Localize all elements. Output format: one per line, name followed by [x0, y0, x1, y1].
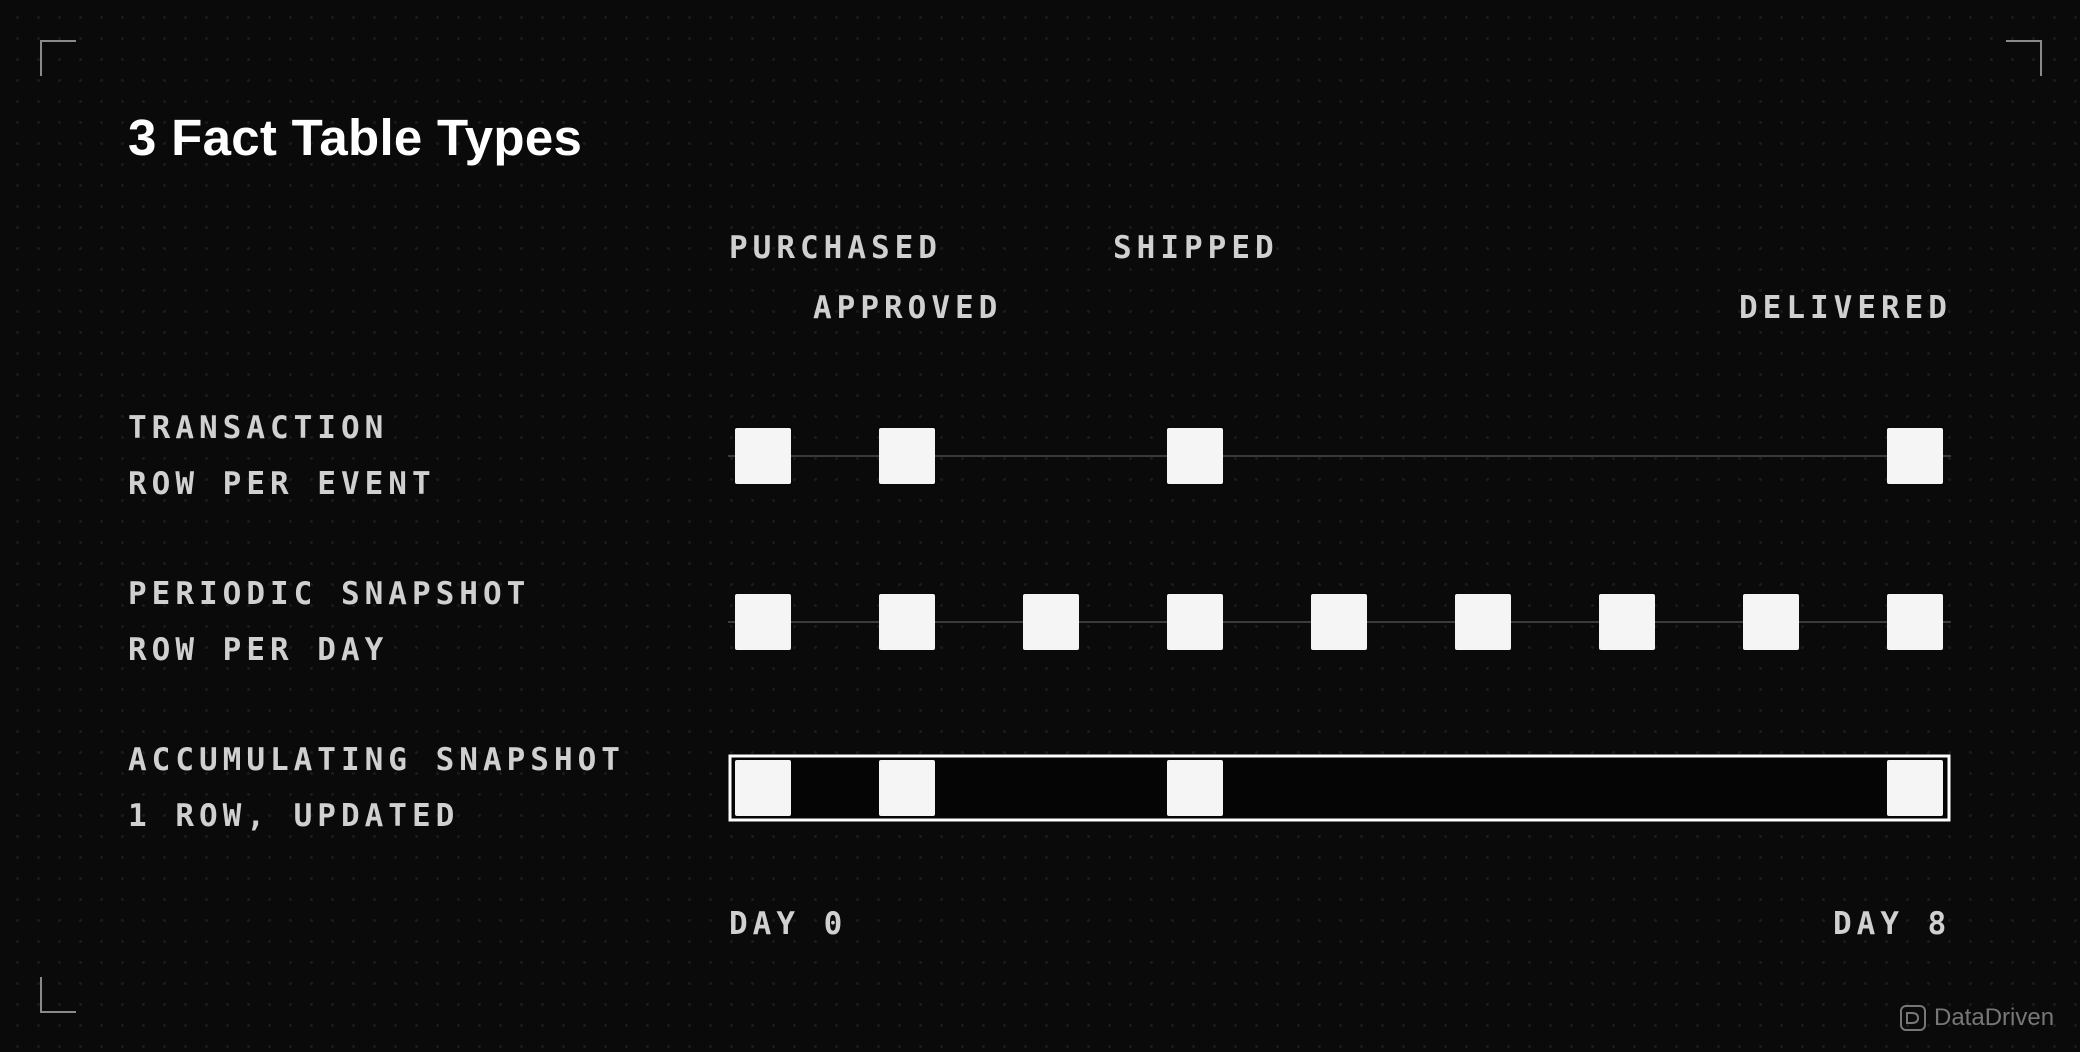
transaction-marker-day-0: [735, 428, 791, 484]
accumulating-snapshot-marker-day-8: [1887, 760, 1943, 816]
brand-name: DataDriven: [1934, 1004, 2055, 1031]
row-title-transaction: TRANSACTION: [128, 410, 389, 446]
transaction-marker-day-8: [1887, 428, 1943, 484]
row-desc-transaction: ROW PER EVENT: [128, 466, 436, 502]
transaction-marker-day-1: [879, 428, 935, 484]
milestone-label-purchased: PURCHASED: [729, 230, 942, 266]
accumulating-snapshot-marker-day-1: [879, 760, 935, 816]
milestone-label-delivered: DELIVERED: [1739, 290, 1952, 326]
transaction-marker-day-3: [1167, 428, 1223, 484]
page-title: 3 Fact Table Types: [128, 109, 583, 166]
frame-corner-top-right: [2006, 40, 2042, 76]
brand-footer: DataDriven: [1900, 1004, 2054, 1032]
row-desc-accumulating-snapshot: 1 ROW, UPDATED: [128, 798, 460, 834]
periodic-snapshot-marker-day-0: [735, 594, 791, 650]
periodic-snapshot-marker-day-2: [1023, 594, 1079, 650]
periodic-snapshot-marker-day-1: [879, 594, 935, 650]
frame-corner-bottom-left: [40, 977, 76, 1013]
periodic-snapshot-marker-day-3: [1167, 594, 1223, 650]
datadriven-logo-icon: [1900, 1005, 1926, 1031]
accumulating-snapshot-marker-day-3: [1167, 760, 1223, 816]
axis-end-label: DAY 8: [1833, 906, 1952, 942]
periodic-snapshot-marker-day-4: [1311, 594, 1367, 650]
periodic-snapshot-marker-day-5: [1455, 594, 1511, 650]
milestone-label-shipped: SHIPPED: [1113, 230, 1279, 266]
axis-start-label: DAY 0: [729, 906, 848, 942]
row-title-periodic-snapshot: PERIODIC SNAPSHOT: [128, 576, 531, 612]
accumulating-snapshot-marker-day-0: [735, 760, 791, 816]
periodic-snapshot-marker-day-8: [1887, 594, 1943, 650]
frame-corner-top-left: [40, 40, 76, 76]
periodic-snapshot-marker-day-6: [1599, 594, 1655, 650]
row-desc-periodic-snapshot: ROW PER DAY: [128, 632, 389, 668]
row-title-accumulating-snapshot: ACCUMULATING SNAPSHOT: [128, 742, 625, 778]
milestone-label-approved: APPROVED: [813, 290, 1003, 326]
periodic-snapshot-marker-day-7: [1743, 594, 1799, 650]
